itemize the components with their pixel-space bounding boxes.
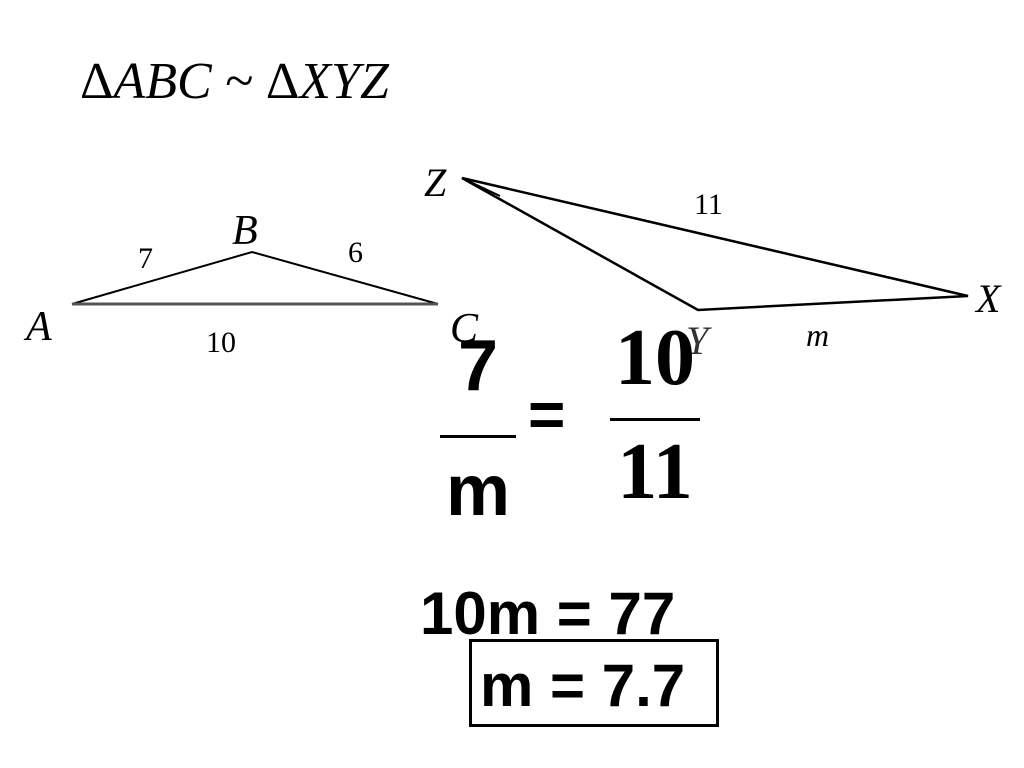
triangle-xyz-name: XYZ [299, 53, 389, 110]
vertex-x-label: X [974, 276, 1002, 321]
left-fraction-bar [440, 435, 516, 438]
right-denominator: 11 [617, 428, 693, 516]
answer: m = 7.7 [480, 652, 686, 719]
equals-sign: = [528, 378, 566, 450]
triangle-xyz-outline [461, 176, 969, 312]
left-numerator: 7 [457, 326, 499, 406]
triangle-symbol: Δ [265, 53, 300, 110]
vertex-a-label: A [23, 304, 52, 350]
triangle-abc: A B C 7 6 10 [23, 208, 479, 359]
side-ab-label: 7 [138, 242, 153, 275]
vertex-z-label: Z [424, 160, 447, 205]
side-ab-line [71, 250, 439, 305]
right-numerator: 10 [615, 314, 695, 402]
cross-multiply-step: 10m = 77 [420, 580, 676, 647]
triangle-xyz: Z X Y 11 m [424, 160, 1002, 363]
side-ac-label: 10 [206, 326, 236, 359]
vertex-b-label: B [232, 208, 258, 254]
triangle-abc-name: ABC [113, 53, 212, 110]
vertex-c-label: C [450, 306, 479, 352]
side-yx-label: m [806, 317, 829, 353]
similar-symbol: ~ [211, 53, 266, 110]
right-fraction-bar [610, 418, 700, 421]
side-zx-label: 11 [694, 188, 723, 221]
side-bc-label: 6 [348, 236, 363, 269]
vertex-y-label: Y [686, 318, 712, 363]
side-zy-inner-line [461, 177, 501, 197]
left-denominator: m [445, 451, 511, 531]
triangle-symbol: Δ [80, 53, 114, 110]
similarity-statement: ΔABC ~ ΔXYZ [80, 56, 389, 108]
answer-box [469, 639, 719, 727]
